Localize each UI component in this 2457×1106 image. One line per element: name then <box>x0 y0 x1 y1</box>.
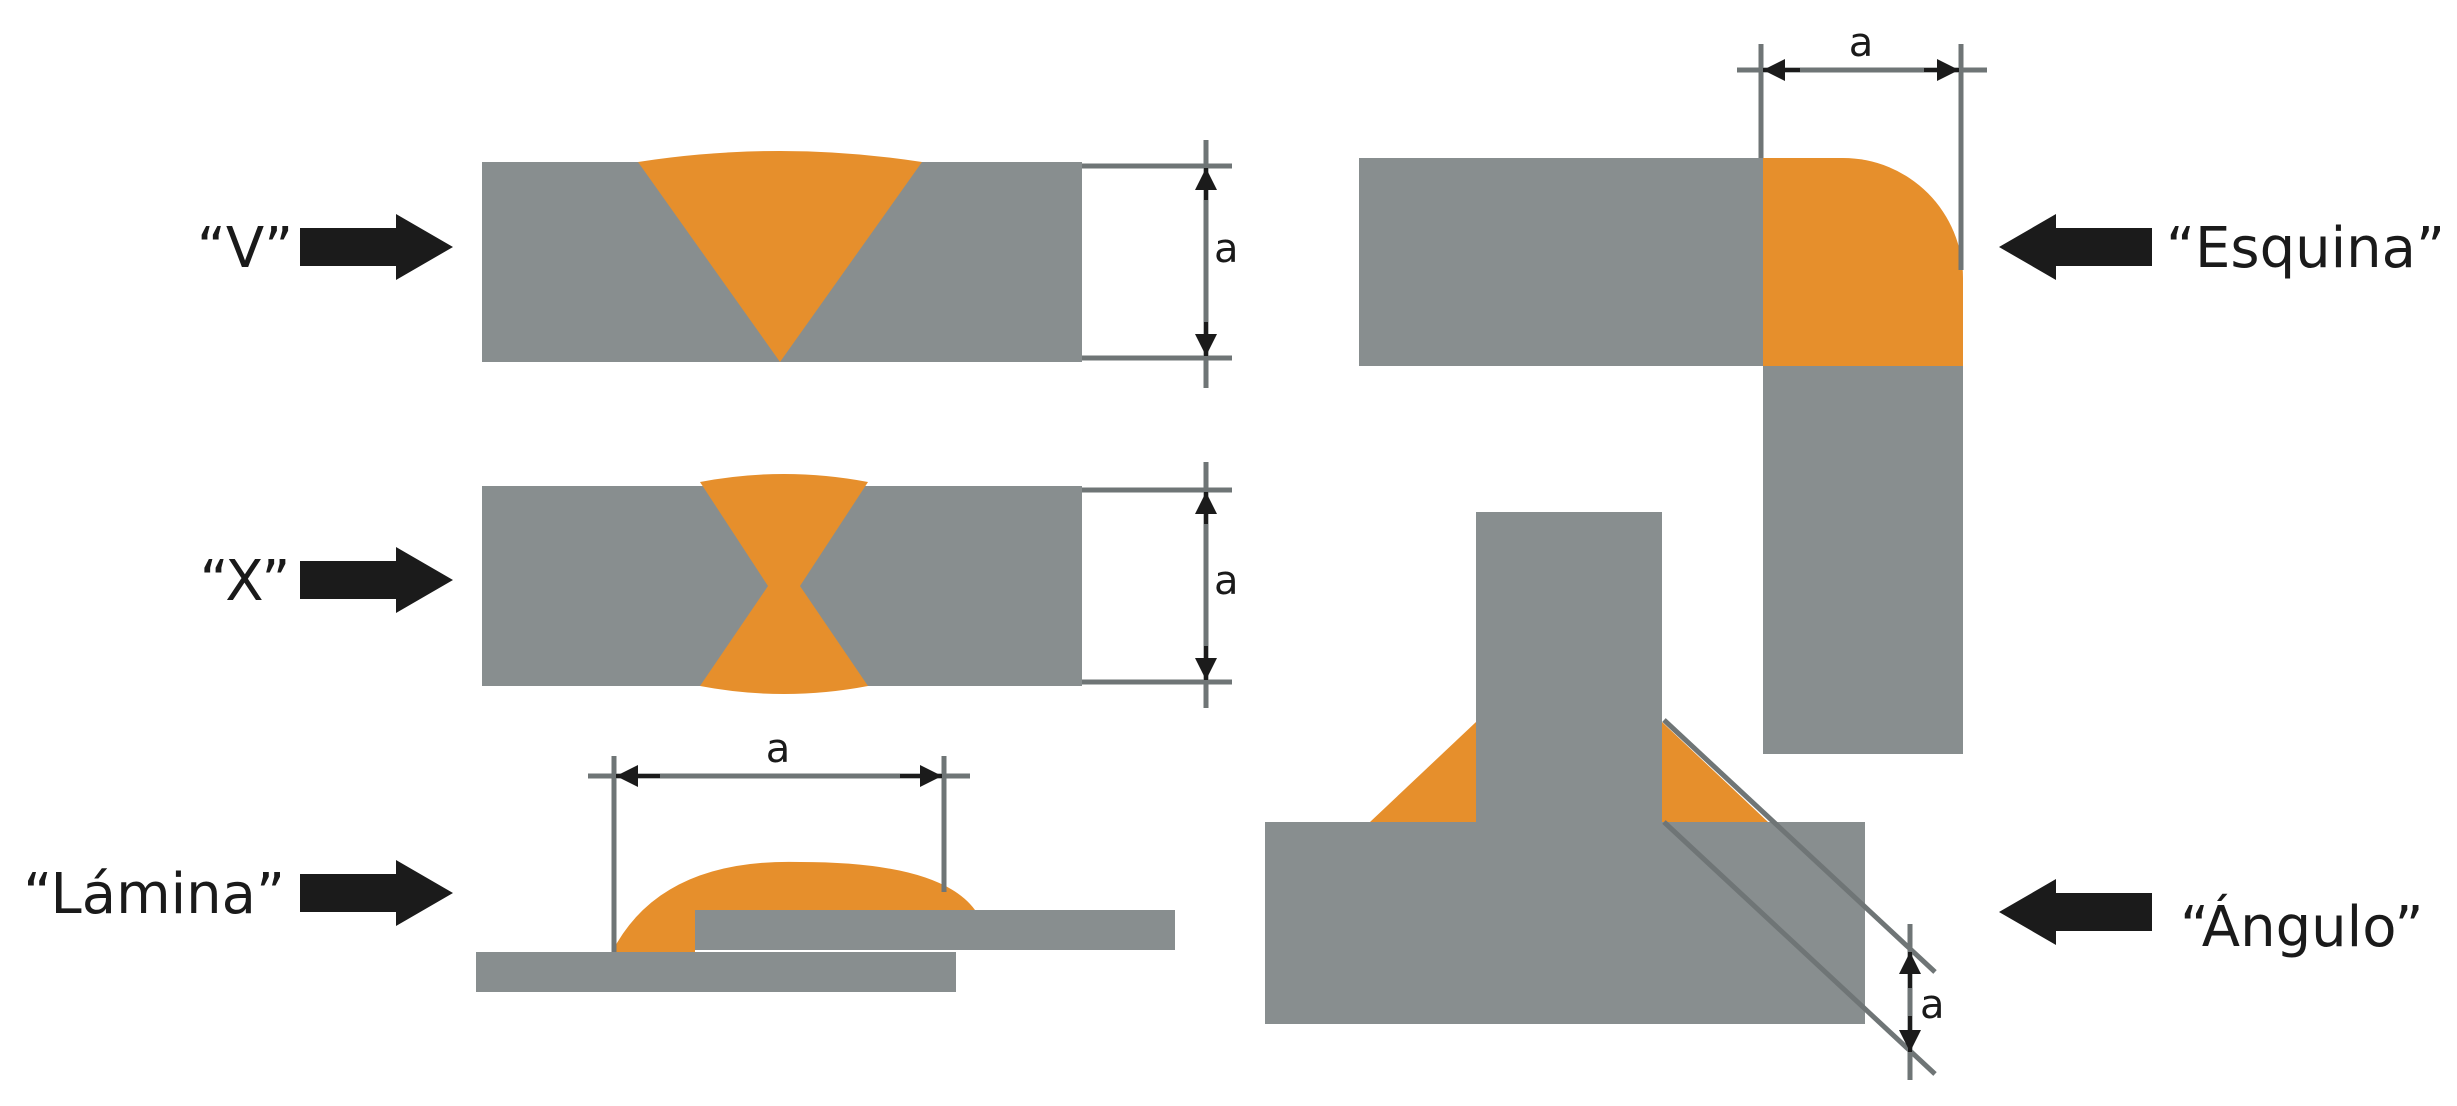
arrow-right-icon <box>300 214 453 280</box>
v-joint-label: “V” <box>197 216 293 281</box>
esquina-joint: a “Esquina” <box>1359 20 2445 754</box>
v-joint-dimension-label: a <box>1214 226 1239 272</box>
x-joint-label: “X” <box>200 549 291 614</box>
arrow-left-icon <box>1999 214 2152 280</box>
angulo-dimension-label: a <box>1920 982 1945 1028</box>
esquina-dimension-label: a <box>1849 20 1874 66</box>
angulo-joint: a “Ángulo” <box>1265 512 2423 1080</box>
arrow-left-icon <box>1999 879 2152 945</box>
x-joint-dimension-label: a <box>1214 558 1239 604</box>
x-joint-weld <box>700 474 868 694</box>
lamina-bottom-plate <box>476 952 956 992</box>
x-joint-dimension <box>1082 462 1232 708</box>
esquina-vertical-plate <box>1763 366 1963 754</box>
v-joint-weld <box>638 151 922 362</box>
lamina-dimension-label: a <box>766 726 791 772</box>
esquina-weld <box>1763 158 1963 366</box>
lamina-top-plate <box>695 910 1175 950</box>
x-joint: a “X” <box>200 462 1239 708</box>
arrow-right-icon <box>300 547 453 613</box>
angulo-base-plate <box>1265 822 1865 1024</box>
angulo-vertical-plate <box>1476 512 1662 822</box>
angulo-label: “Ángulo” <box>2180 895 2423 960</box>
esquina-horizontal-plate <box>1359 158 1763 366</box>
lamina-joint: a “Lámina” <box>23 726 1175 992</box>
angulo-weld-right <box>1662 722 1768 822</box>
esquina-label: “Esquina” <box>2166 216 2445 281</box>
lamina-label: “Lámina” <box>23 862 285 927</box>
angulo-weld-left <box>1370 722 1476 822</box>
angulo-dimension <box>1662 718 1937 1080</box>
lamina-dimension <box>588 756 970 952</box>
v-joint-dimension <box>1082 140 1232 388</box>
arrow-right-icon <box>300 860 453 926</box>
v-joint: a “V” <box>197 140 1239 388</box>
esquina-dimension <box>1737 44 1987 270</box>
lamina-weld <box>612 861 975 952</box>
